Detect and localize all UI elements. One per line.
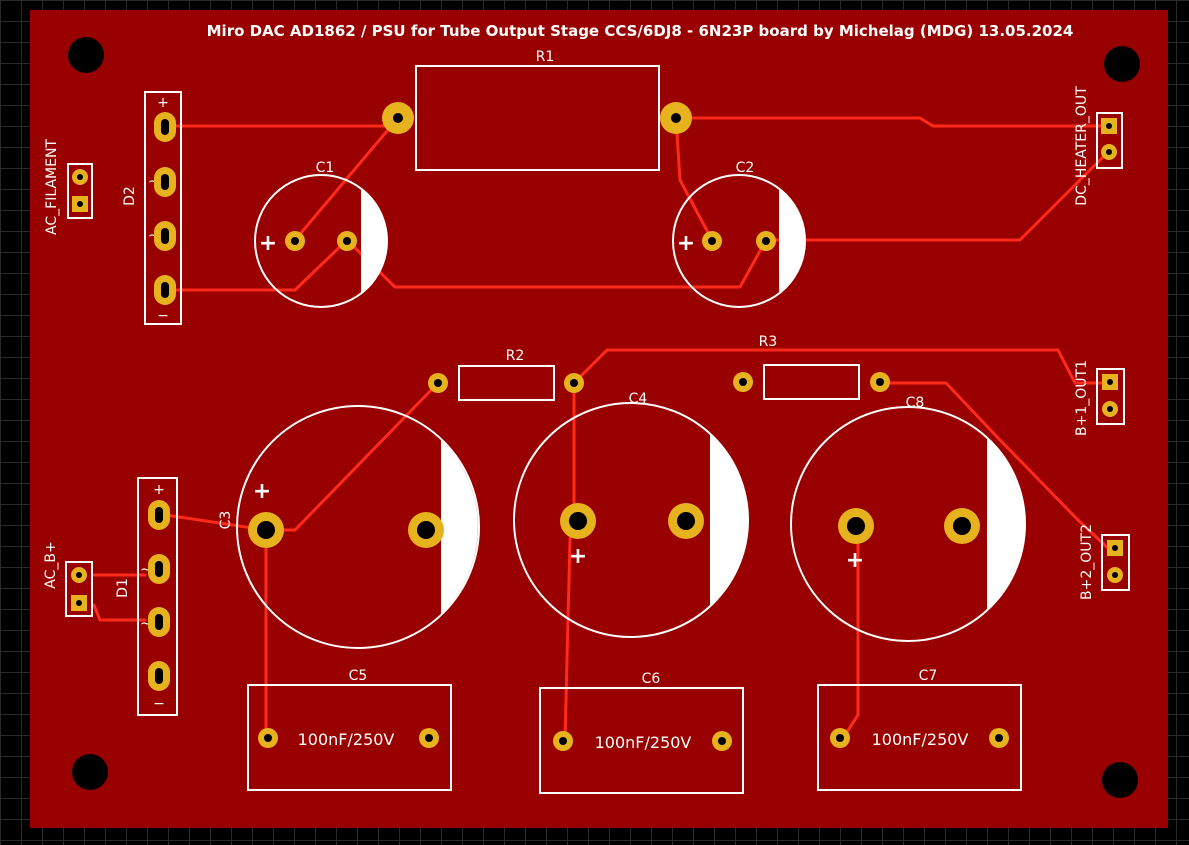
mounting-hole-top-right [1104, 46, 1140, 82]
c1-label: C1 [316, 160, 335, 176]
capacitor-c1[interactable]: C1 + [254, 160, 388, 308]
d2-minus: − [157, 308, 169, 324]
c7-value: 100nF/250V [872, 730, 969, 749]
d1-label: D1 [115, 578, 131, 598]
c7-label: C7 [919, 668, 938, 684]
d2-tilde-2: ~ [148, 228, 160, 244]
resistor-r1[interactable]: R1 [382, 49, 692, 171]
bplus1-out1-label: B+1_OUT1 [1074, 360, 1090, 436]
dc-heater-out-label: DC_HEATER_OUT [1074, 86, 1090, 206]
mounting-hole-bottom-left [72, 754, 108, 790]
d1-plus: + [153, 482, 165, 498]
capacitor-c4[interactable]: C4 + [513, 391, 749, 638]
c3-plus: + [253, 479, 271, 504]
capacitor-c2[interactable]: C2 + [672, 160, 806, 308]
c4-plus: + [569, 544, 587, 569]
bridge-rectifier-d1[interactable]: D1 + ~ ~ − [115, 477, 178, 716]
d1-minus: − [153, 696, 165, 712]
bridge-rectifier-d2[interactable]: D2 + ~ ~ − [122, 91, 182, 325]
connector-ac-filament[interactable]: AC_FILAMENT [44, 139, 93, 235]
capacitor-c8[interactable]: C8 + [790, 395, 1026, 642]
bplus2-out2-label: B+2_OUT2 [1079, 524, 1095, 600]
d1-tilde-2: ~ [140, 616, 152, 632]
d2-label: D2 [122, 186, 138, 206]
c8-label: C8 [906, 395, 925, 411]
capacitor-c7[interactable]: C7 100nF/250V [817, 668, 1022, 791]
ac-filament-label: AC_FILAMENT [44, 139, 60, 235]
connector-bplus2-out2[interactable]: B+2_OUT2 [1079, 524, 1130, 600]
mounting-hole-bottom-right [1102, 762, 1138, 798]
capacitor-c6[interactable]: C6 100nF/250V [539, 671, 744, 794]
c8-plus: + [846, 548, 864, 573]
resistor-r3[interactable]: R3 [733, 334, 890, 400]
c4-label: C4 [629, 391, 648, 407]
c5-value: 100nF/250V [298, 730, 395, 749]
d2-plus: + [157, 95, 169, 111]
resistor-r2[interactable]: R2 [428, 348, 584, 401]
r3-label: R3 [759, 334, 778, 350]
c1-plus: + [259, 231, 277, 256]
board-title: Miro DAC AD1862 / PSU for Tube Output St… [207, 22, 1074, 40]
mounting-hole-top-left [68, 37, 104, 73]
d2-tilde-1: ~ [148, 174, 160, 190]
c6-value: 100nF/250V [595, 733, 692, 752]
connector-dc-heater-out[interactable]: DC_HEATER_OUT [1074, 86, 1123, 206]
r1-label: R1 [536, 49, 555, 65]
c2-label: C2 [736, 160, 755, 176]
r2-label: R2 [506, 348, 525, 364]
connector-bplus1-out1[interactable]: B+1_OUT1 [1074, 360, 1125, 436]
ac-bplus-label: AC_B+ [43, 541, 59, 588]
c6-label: C6 [642, 671, 661, 687]
c2-plus: + [677, 231, 695, 256]
c3-label: C3 [218, 511, 234, 530]
pcb-board [30, 10, 1168, 828]
c5-label: C5 [349, 668, 368, 684]
d1-tilde-1: ~ [140, 562, 152, 578]
capacitor-c3[interactable]: C3 + [218, 405, 480, 649]
connector-ac-bplus[interactable]: AC_B+ [43, 541, 93, 617]
capacitor-c5[interactable]: C5 100nF/250V [247, 668, 452, 791]
